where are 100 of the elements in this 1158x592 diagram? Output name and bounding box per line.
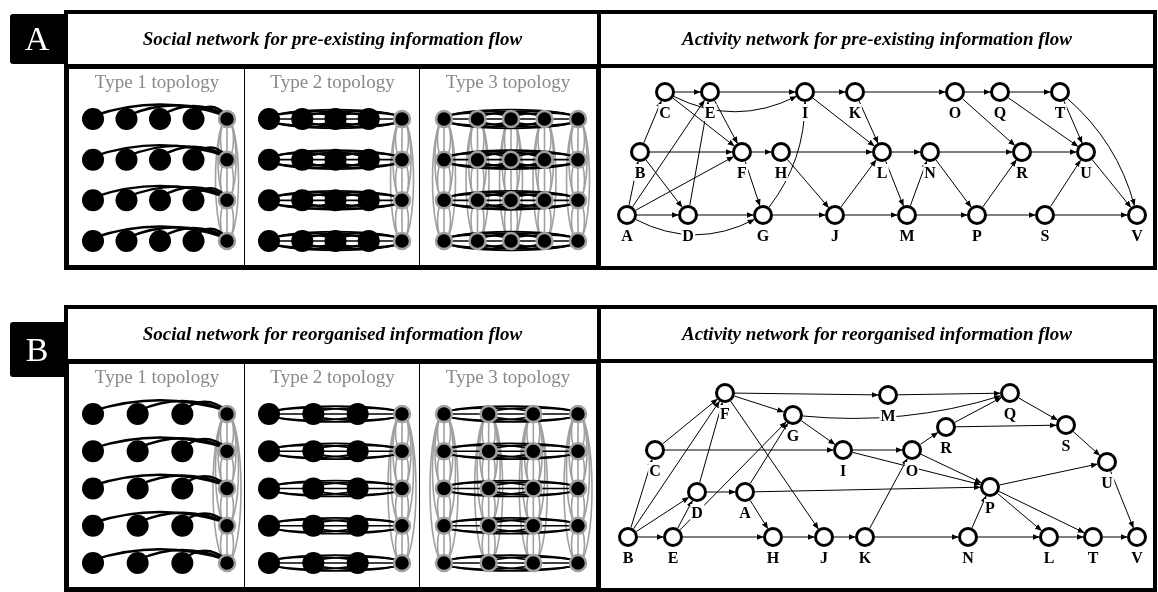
arrow [909, 160, 928, 207]
arrow [730, 400, 819, 530]
arrow [697, 212, 754, 218]
topology-label: Type 2 topology [269, 71, 396, 93]
arrow [673, 96, 797, 113]
topology-cell [244, 363, 421, 588]
node-letter-label: P [971, 227, 983, 244]
arrow [955, 422, 1057, 429]
node-letter-label: K [847, 104, 863, 121]
topology-cell [244, 68, 421, 266]
arrow [939, 149, 1013, 155]
arrow [1091, 159, 1132, 208]
arrow [977, 534, 1040, 540]
node-letter-label: F [736, 164, 748, 181]
arrow [782, 534, 815, 540]
arrow [1067, 98, 1136, 206]
arrow [874, 534, 959, 540]
arrow [920, 453, 982, 484]
node-letter-label: E [666, 549, 680, 566]
arrow [814, 89, 846, 95]
arrow [772, 212, 826, 218]
node-letter-label: T [1086, 549, 1100, 566]
arrow [885, 160, 904, 207]
arrow [677, 500, 693, 529]
panel-letter-tab: A [10, 14, 64, 64]
arrow [1018, 397, 1058, 421]
arrow [812, 97, 875, 147]
arrow [635, 497, 690, 532]
arrow [916, 212, 968, 218]
node-letter-label: H [765, 549, 781, 566]
arrow [964, 89, 991, 95]
arrow [630, 458, 653, 528]
arrow [891, 149, 921, 155]
arrow [679, 421, 787, 531]
node-letter-label: S [1039, 227, 1051, 244]
arrow [645, 159, 683, 208]
node-letter-label: D [681, 227, 695, 244]
node-letter-label: N [961, 549, 975, 566]
node-letter-label: Q [1002, 405, 1018, 422]
arrow [800, 420, 836, 445]
arrow [787, 159, 829, 208]
arrow [1050, 159, 1081, 208]
arrow [864, 89, 946, 95]
node-letter-label: J [819, 549, 829, 566]
arrow [802, 395, 1002, 419]
panel-title: Activity network for pre-existing information flow [601, 14, 1153, 68]
arrow [682, 534, 764, 540]
arrow [749, 422, 789, 484]
topology-cell [68, 363, 246, 588]
topology-cell [419, 363, 597, 588]
arrow [999, 462, 1098, 486]
node-letter-label: N [923, 164, 937, 181]
node-letter-label: O [947, 104, 963, 121]
arrow [1009, 89, 1051, 95]
arrow [852, 451, 981, 486]
arrow [672, 97, 735, 147]
node-letter-label: T [1053, 104, 1067, 121]
node-letter-label: P [984, 499, 996, 516]
node-letter-label: B [621, 549, 635, 566]
arrow [840, 159, 877, 208]
arrow [1110, 470, 1134, 529]
node-letter-label: O [904, 462, 920, 479]
node-letter-label: B [633, 164, 647, 181]
arrow [664, 447, 834, 453]
arrow [706, 489, 736, 495]
arrow [699, 401, 724, 483]
node-letter-label: F [719, 405, 731, 422]
node-letter-label: V [1130, 227, 1144, 244]
node-letter-label: V [1130, 549, 1144, 566]
arrow [636, 212, 679, 218]
arrow [649, 149, 733, 155]
arrow [768, 101, 808, 208]
arrow [662, 398, 718, 445]
node-letter-label: C [648, 462, 662, 479]
node-letter-label: M [898, 227, 916, 244]
arrow [986, 212, 1036, 218]
node-letter-label: U [1079, 164, 1093, 181]
node-letter-label: L [1042, 549, 1056, 566]
arrow [632, 99, 705, 208]
topology-label: Type 1 topology [93, 71, 221, 93]
arrow [833, 534, 856, 540]
arrow [674, 89, 701, 95]
arrow [734, 392, 879, 398]
arrow [869, 458, 908, 529]
arrow [754, 484, 981, 493]
arrow [1072, 431, 1101, 456]
node-letter-label: U [1100, 474, 1114, 491]
topology-label: Type 3 topology [444, 366, 572, 388]
topology-cell [419, 68, 597, 266]
node-letter-label: Q [992, 104, 1008, 121]
node-letter-label: A [620, 227, 634, 244]
arrow [1102, 534, 1128, 540]
arrow [971, 495, 987, 529]
arrow [744, 161, 761, 207]
node-letter-label: G [755, 227, 771, 244]
arrow [1031, 149, 1077, 155]
topology-label: Type 1 topology [93, 366, 221, 388]
node-letter-label: I [838, 462, 848, 479]
arrow [897, 390, 1001, 397]
arrow [637, 534, 664, 540]
